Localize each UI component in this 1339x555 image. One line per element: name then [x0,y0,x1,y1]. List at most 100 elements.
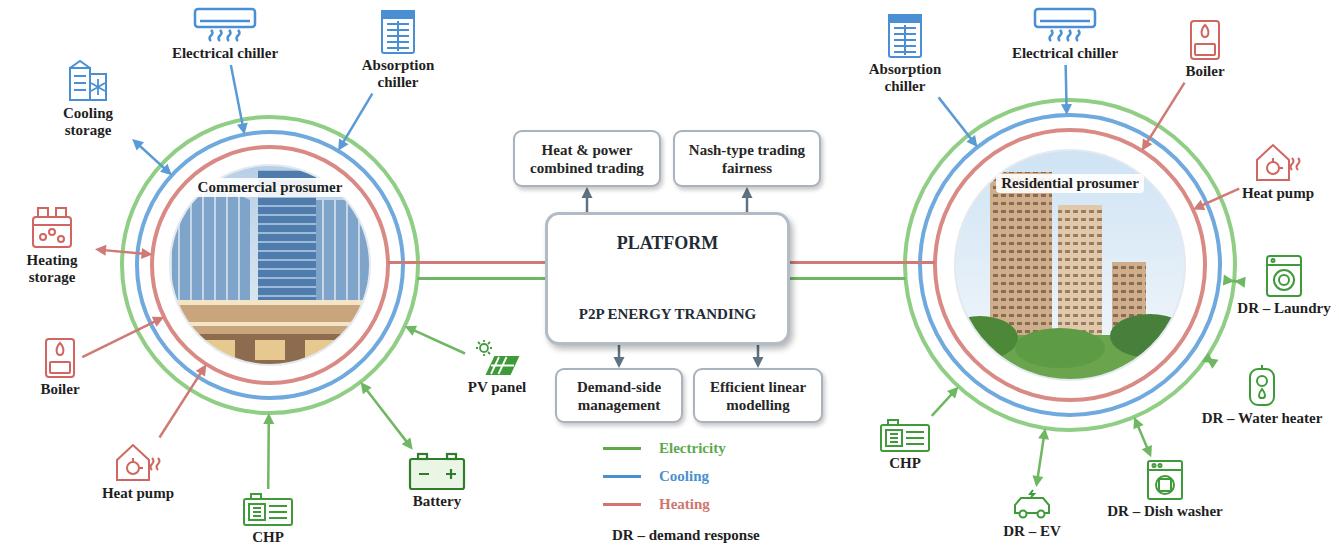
connector [405,326,465,354]
feature-label: Efficient linear modelling [701,378,815,414]
device-node: Boiler [1185,20,1224,80]
icon-slot [381,10,415,57]
platform-subtitle: P2P ENERGY TRANDING [579,304,757,324]
device-label: Battery [413,493,461,510]
feature-box: Demand-side management [555,368,683,423]
connector [132,139,172,175]
feature-label: Demand-side management [563,378,675,414]
device-label: Absorption chiller [859,61,951,95]
device-node: PV panel [468,340,526,396]
prosumer-label: Residential prosumer [996,174,1144,193]
icon-slot [1147,460,1183,503]
connector [1142,83,1185,151]
heat-pump-icon [117,445,160,480]
legend-text: Heating [659,496,710,513]
connector [1202,353,1219,369]
connector [95,245,152,259]
device-node: Boiler [40,338,79,398]
device-label: CHP [252,529,284,546]
device-label: PV panel [468,379,526,396]
icon-slot [880,418,930,455]
laundry-icon [1267,256,1301,296]
legend-text: Cooling [659,468,709,485]
dish-washer-icon [1148,461,1182,499]
icon-slot [45,338,75,381]
device-node: CHP [880,418,930,472]
connector [1032,428,1049,487]
device-node: Absorption chiller [859,14,951,95]
device-label: Cooling storage [46,105,130,139]
device-node: Cooling storage [46,58,130,139]
device-node: Heat pump [102,440,174,502]
device-node: DR – Water heater [1202,365,1323,427]
legend-item: Heating [603,496,710,513]
cooling-storage-icon [70,61,106,100]
absorption-chiller-icon [889,15,921,57]
prosumer-circle: Commercial prosumer [120,115,420,415]
boiler-icon [46,339,74,377]
device-node: Absorption chiller [352,10,444,91]
device-label: DR – EV [1003,523,1061,540]
connector [939,97,978,147]
device-label: DR – Dish washer [1107,503,1222,520]
icon-slot [243,492,293,529]
device-label: Electrical chiller [1012,45,1118,62]
icon-slot [68,58,108,105]
device-node: CHP [243,492,293,546]
connector [1061,65,1072,115]
connector [790,263,935,279]
device-label: Heating storage [12,252,92,286]
icon-slot [194,8,256,45]
device-label: Absorption chiller [352,57,444,91]
legend-swatch [603,503,641,506]
commercial-rings [122,117,418,413]
icon-slot [1012,490,1052,523]
device-node: DR – Laundry [1237,255,1330,317]
icon-slot [1254,140,1302,185]
connector [82,317,164,357]
icon-slot [1266,255,1302,300]
feature-box: Efficient linear modelling [693,368,823,423]
connector [361,382,413,450]
electrical-chiller-icon [1035,9,1095,41]
boiler-icon [1191,21,1219,59]
icon-slot [888,14,922,61]
device-label: DR – Water heater [1202,410,1323,427]
residential-picture [942,150,1190,385]
connector [1223,275,1246,288]
icon-slot [1034,8,1096,45]
platform-title: PLATFORM [617,233,719,253]
battery-icon [410,454,464,489]
prosumer-label: Commercial prosumer [193,178,348,197]
connector [753,345,764,368]
device-node: Electrical chiller [1012,8,1118,62]
connector [263,413,274,489]
prosumer-circle: Residential prosumer [903,98,1237,432]
absorption-chiller-icon [382,11,414,53]
feature-label: Heat & power combined trading [521,141,653,177]
device-node: Heating storage [12,205,92,286]
feature-box: Nash-type trading fairness [673,130,821,187]
heat-pump-icon [1257,145,1300,180]
legend-item: Electricity [603,440,726,457]
feature-box: Heat & power combined trading [513,130,661,187]
connector [614,345,625,368]
device-node: DR – Dish washer [1107,460,1222,520]
electrical-chiller-icon [195,9,255,41]
heating-storage-icon [33,208,71,247]
device-label: Boiler [40,381,79,398]
connector [1193,189,1239,210]
pv-panel-icon [476,340,518,374]
residential-rings [905,100,1235,430]
icon-slot [475,340,519,379]
device-label: CHP [889,455,921,472]
ev-icon [1015,490,1049,518]
icon-slot [114,440,162,485]
connector [338,94,372,151]
device-node: DR – EV [1003,490,1061,540]
device-label: DR – Laundry [1237,300,1330,317]
feature-label: Nash-type trading fairness [681,141,813,177]
connector [159,364,206,437]
device-node: Electrical chiller [172,8,278,62]
